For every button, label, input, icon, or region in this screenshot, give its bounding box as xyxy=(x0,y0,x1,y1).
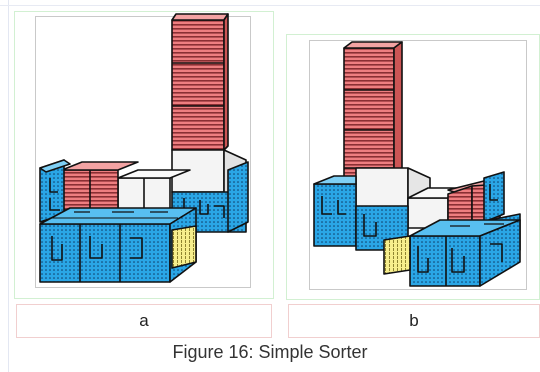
yellow-block-b xyxy=(383,235,411,275)
red-tower-b xyxy=(343,41,403,199)
yellow-block-a xyxy=(171,225,197,269)
red-tower-a xyxy=(171,13,229,151)
blue-front-slab-b xyxy=(409,219,521,287)
structure-b xyxy=(313,41,521,287)
structure-a xyxy=(39,13,249,283)
left-margin-rule xyxy=(8,0,9,372)
blue-front-slab-a xyxy=(39,207,197,283)
red-row-a xyxy=(61,161,139,211)
top-margin-rule xyxy=(0,5,540,6)
subfigure-label-a: a xyxy=(16,304,272,338)
figure-caption: Figure 16: Simple Sorter xyxy=(172,342,368,362)
subfigure-label-b: b xyxy=(288,304,540,338)
